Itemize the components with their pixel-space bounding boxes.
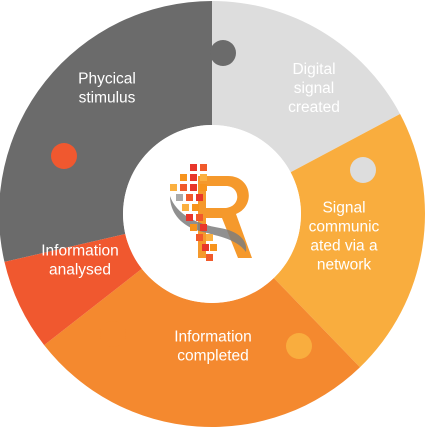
logo-pixel	[190, 184, 197, 191]
label-digital-line: signal	[294, 80, 335, 97]
label-completed: Information completed	[174, 329, 252, 365]
label-network-line: communic	[309, 219, 380, 236]
logo-pixel	[190, 174, 197, 181]
label-analysed-line: analysed	[49, 262, 111, 279]
label-network-line: network	[317, 257, 372, 274]
logo-pixel	[196, 234, 203, 241]
label-digital: Digital signal created	[288, 61, 340, 116]
logo-pixel	[186, 214, 193, 221]
logo-pixel	[200, 164, 207, 171]
logo-pixel	[206, 254, 213, 261]
label-completed-line: completed	[177, 348, 249, 365]
segment-labels: Phycical stimulus Digital signal createdSign…	[41, 61, 379, 365]
logo-swoosh	[170, 196, 247, 252]
logo-pixel	[200, 224, 207, 231]
logo-pixel	[180, 174, 187, 181]
logo-pixel	[186, 194, 193, 201]
segment-physical	[0, 1, 212, 262]
r-letter-logo	[170, 164, 252, 261]
logo-pixel	[206, 234, 213, 241]
segment-digital	[212, 1, 401, 173]
label-network: Signal communic ated via a network	[309, 200, 380, 274]
logo-pixel	[190, 224, 197, 231]
logo-pixel	[170, 184, 177, 191]
logo-pixel	[200, 184, 207, 191]
label-physical-line: Phycical	[78, 71, 136, 88]
puzzle-knob-network	[286, 333, 312, 359]
logo-pixel	[202, 244, 209, 251]
segment-completed	[44, 268, 360, 427]
logo-pixel	[200, 174, 207, 181]
label-analysed-line: Information	[41, 243, 119, 260]
logo-pixel	[196, 194, 203, 201]
logo-pixel	[210, 244, 217, 251]
label-network-line: Signal	[322, 200, 365, 217]
logo-pixel	[192, 204, 199, 211]
puzzle-knob-completed	[100, 321, 126, 347]
puzzle-knob-digital	[350, 157, 376, 183]
logo-pixel	[176, 194, 183, 201]
segment-analysed	[4, 234, 142, 346]
label-digital-line: Digital	[292, 61, 335, 78]
label-digital-line: created	[288, 99, 340, 116]
puzzle-knob-analysed	[51, 143, 77, 169]
label-completed-line: Information	[174, 329, 252, 346]
logo-pixel	[180, 184, 187, 191]
label-network-line: ated via a	[310, 238, 378, 255]
logo-pixel	[182, 204, 189, 211]
label-physical-line: stimulus	[79, 90, 136, 107]
label-physical: Phycical stimulus	[78, 71, 136, 107]
puzzle-knobs	[51, 40, 376, 359]
segment-network	[273, 114, 426, 368]
label-analysed: Information analysed	[41, 243, 119, 279]
logo-pixel	[190, 164, 197, 171]
puzzle-knob-physical	[210, 40, 236, 66]
logo-pixel	[196, 214, 203, 221]
